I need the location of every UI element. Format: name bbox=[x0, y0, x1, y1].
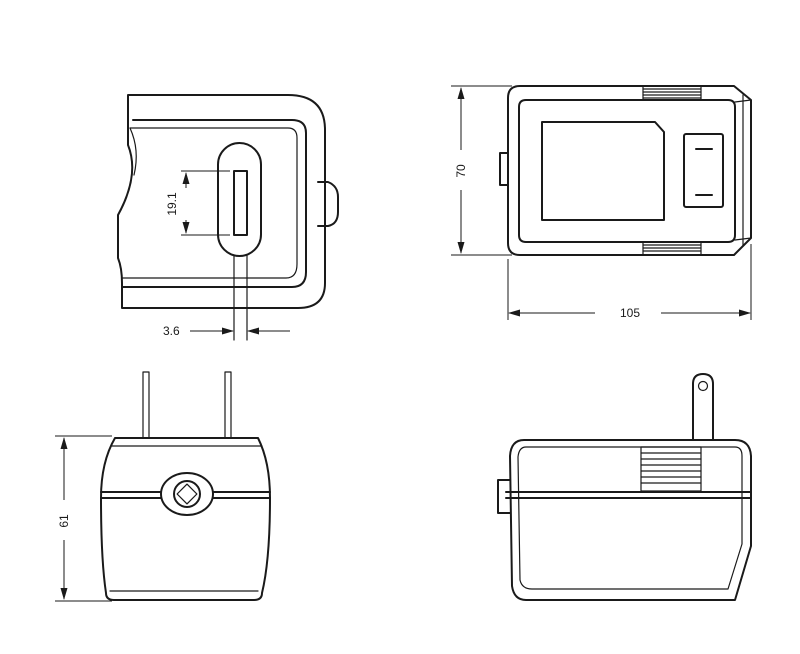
dim-slot-width: 3.6 bbox=[163, 324, 290, 338]
dim-front-height: 61 bbox=[52, 437, 76, 600]
dim-front-height-label: 61 bbox=[57, 514, 71, 528]
dim-slot-height: 19.1 bbox=[165, 172, 198, 234]
plug-face-view bbox=[117, 94, 339, 341]
front-view bbox=[55, 371, 271, 602]
dim-top-width: 105 bbox=[508, 304, 751, 322]
top-view bbox=[451, 85, 752, 320]
side-view bbox=[497, 373, 752, 601]
dim-slot-width-label: 3.6 bbox=[163, 324, 180, 338]
dim-top-width-label: 105 bbox=[620, 306, 640, 320]
dim-top-height: 70 bbox=[449, 87, 473, 254]
dim-top-height-label: 70 bbox=[454, 164, 468, 178]
dim-slot-height-label: 19.1 bbox=[165, 192, 179, 216]
